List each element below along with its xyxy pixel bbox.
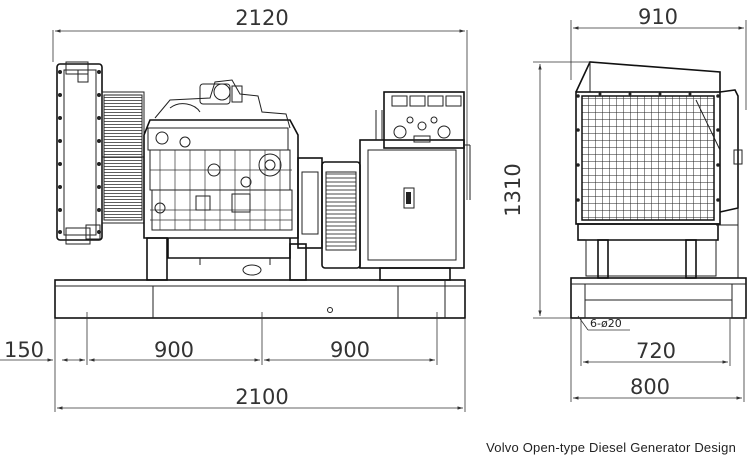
dim-overall-height: 1310 [501, 163, 525, 216]
side-view: 910 1310 [501, 5, 747, 402]
dim-overall-length: 2120 [235, 6, 288, 30]
dim-overall-width: 910 [638, 5, 678, 29]
dim-mount-spacing-1: 900 [154, 338, 194, 362]
dim-mount-width: 720 [636, 339, 676, 363]
base-frame [54, 279, 466, 319]
control-panel [383, 91, 471, 200]
coupling [297, 157, 361, 269]
radiator-assembly [56, 61, 145, 245]
figure-caption: Volvo Open-type Diesel Generator Design [486, 440, 736, 455]
dim-base-length: 2100 [235, 385, 288, 409]
engine-block [143, 79, 299, 276]
front-view: 2120 [0, 6, 471, 412]
dim-offset-left: 150 [4, 338, 44, 362]
dim-base-width: 800 [630, 375, 670, 399]
dim-mount-spacing-2: 900 [330, 338, 370, 362]
hole-spec-label: 6-ø20 [590, 317, 622, 330]
